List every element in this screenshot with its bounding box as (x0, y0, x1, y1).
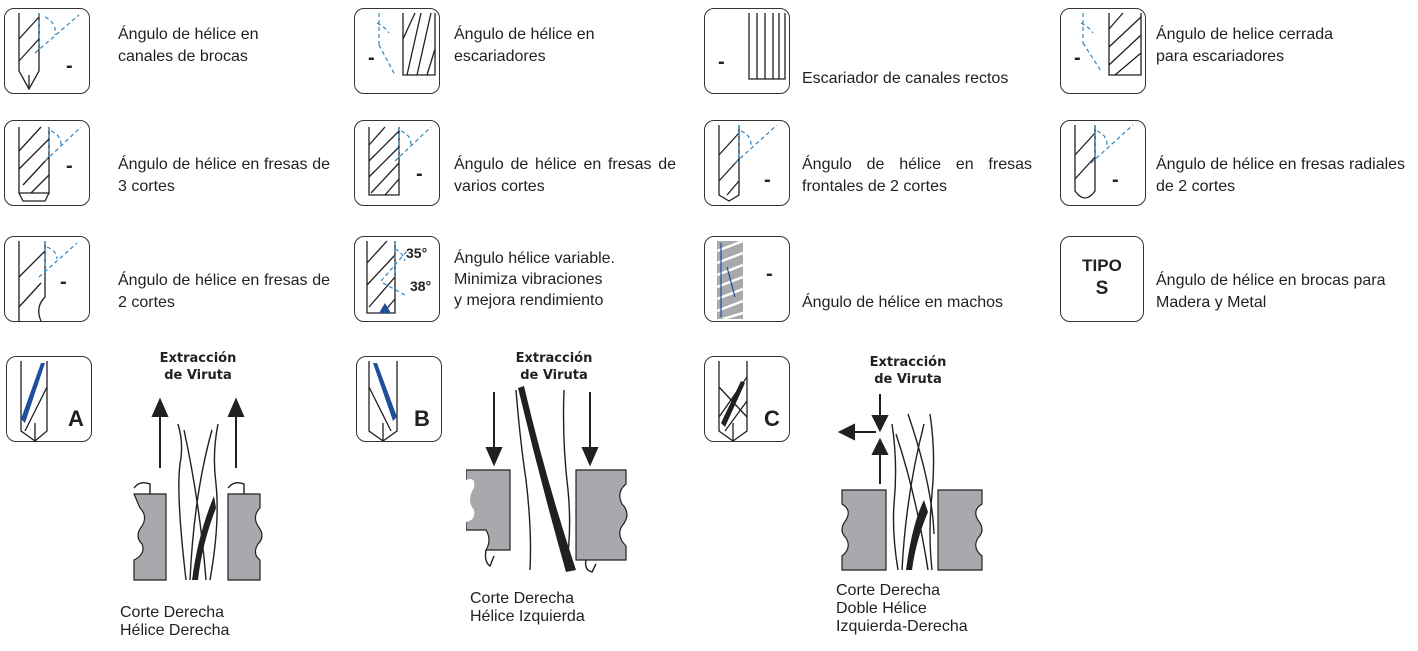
helix-label: Ángulo de hélice en fresas frontales de … (802, 156, 1032, 195)
helix-angle-value: - (1074, 47, 1081, 69)
helix-angle-top: 35° (406, 245, 428, 261)
end-mill-3-flute-icon (4, 120, 90, 206)
tipo-s-badge: TIPO S (1060, 236, 1144, 322)
helix-angle-value: - (66, 155, 73, 177)
helix-label: Ángulo de hélice en canales de brocas (118, 26, 259, 65)
end-mill-2-flute-radial-icon (1060, 120, 1146, 206)
end-mill-multi-flute-icon (354, 120, 440, 206)
helix-label: Ángulo de hélice en fresas de varios cor… (454, 156, 676, 195)
helix-label: Ángulo de hélice en escariadores (454, 26, 595, 65)
cut-diagram-c (837, 394, 983, 571)
cut-letter: A (68, 406, 84, 431)
cut-letter: B (414, 406, 430, 431)
cut-caption: Corte Derecha Hélice Derecha (120, 604, 230, 639)
helix-angle-bottom: 38° (410, 278, 432, 294)
chip-extraction-title: Extracción de Viruta (515, 351, 593, 383)
helix-label: Ángulo de hélice en fresas de 2 cortes (118, 272, 330, 311)
cut-caption: Corte Derecha Doble Hélice Izquierda-Der… (836, 582, 968, 635)
helix-label: Ángulo hélice variable. Minimiza vibraci… (454, 250, 615, 309)
end-mill-2-flute-icon (4, 236, 90, 322)
variable-helix-icon (354, 236, 440, 322)
tipo-text: TIPO (1082, 256, 1122, 275)
cut-diagram-a (133, 397, 263, 581)
tipo-letter: S (1095, 278, 1109, 299)
double-helix-drill-icon (704, 356, 790, 442)
chip-extraction-title: Extracción de Viruta (869, 355, 947, 387)
chip-extraction-title: Extracción de Viruta (159, 351, 237, 383)
left-helix-drill-icon (356, 356, 442, 442)
helix-label: Ángulo de hélice en machos (802, 294, 1004, 311)
helix-angle-value: - (1112, 169, 1119, 191)
right-helix-drill-icon (6, 356, 92, 442)
cut-diagram-b (466, 386, 628, 573)
helix-angle-value: - (368, 47, 375, 69)
drill-flute-icon (4, 8, 90, 94)
helix-angle-value: - (60, 271, 67, 293)
helix-label: Ángulo de hélice en brocas para Madera y… (1156, 272, 1386, 311)
helix-label: Ángulo de helice cerrada para escariador… (1156, 26, 1334, 65)
helix-angle-value: - (66, 55, 73, 77)
helix-label: Escariador de canales rectos (802, 70, 1009, 87)
helix-angle-value: - (764, 169, 771, 191)
tap-icon (704, 236, 790, 322)
cut-caption: Corte Derecha Hélice Izquierda (470, 590, 585, 625)
helix-angle-value: - (766, 263, 773, 285)
closed-helix-reamer-icon (1060, 8, 1146, 94)
end-mill-2-flute-frontal-icon (704, 120, 790, 206)
cut-letter: C (764, 406, 780, 431)
helix-label: Ángulo de hélice en fresas de 3 cortes (118, 156, 330, 195)
helix-angle-value: - (416, 163, 423, 185)
helix-angle-value: - (718, 51, 725, 73)
straight-flute-reamer-icon (704, 8, 790, 94)
reamer-icon (354, 8, 440, 94)
helix-label: Ángulo de hélice en fresas radiales de 2… (1156, 156, 1406, 195)
